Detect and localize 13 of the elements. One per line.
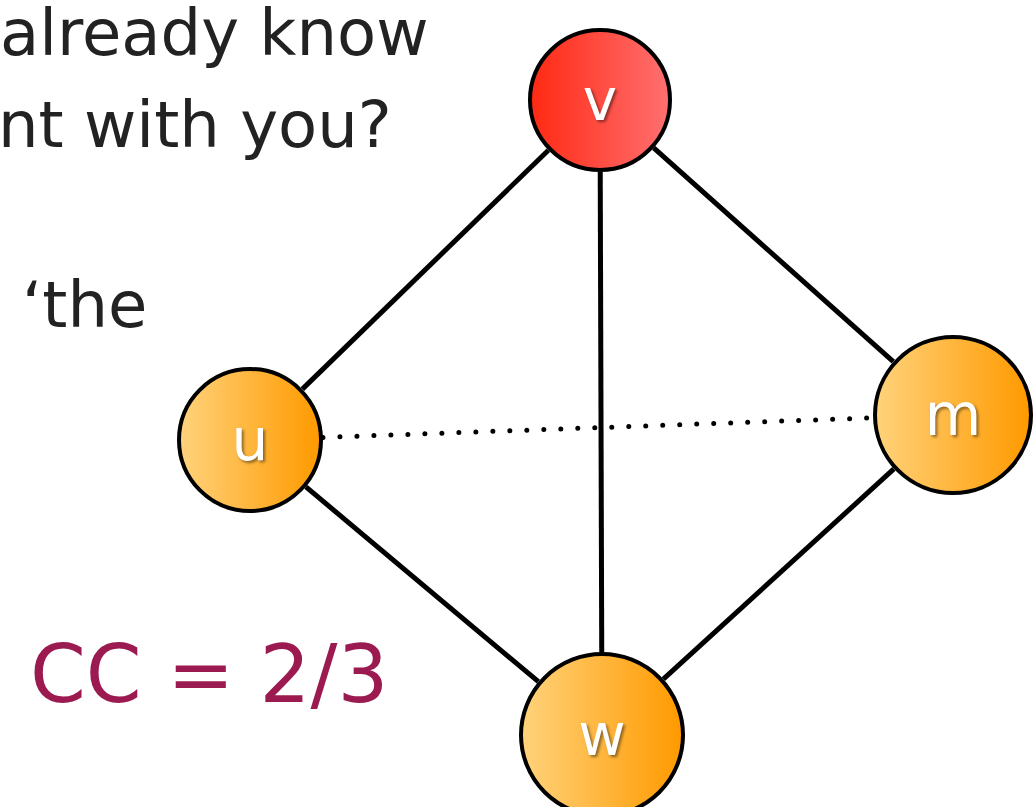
edge-line <box>304 484 540 684</box>
slide-text: already know <box>0 0 429 70</box>
node-label: u <box>231 411 269 469</box>
slide-text: nt with you? <box>0 88 392 162</box>
node-label: m <box>924 386 982 444</box>
node-label: v <box>582 71 618 129</box>
edge-line <box>300 148 551 391</box>
slide-text: ‘the <box>22 268 148 342</box>
node-label: w <box>578 706 626 764</box>
edge-line <box>597 172 605 652</box>
edge-line <box>652 146 895 364</box>
edge-line <box>661 467 896 681</box>
clustering-coefficient-text: CC = 2/3 <box>30 628 389 721</box>
